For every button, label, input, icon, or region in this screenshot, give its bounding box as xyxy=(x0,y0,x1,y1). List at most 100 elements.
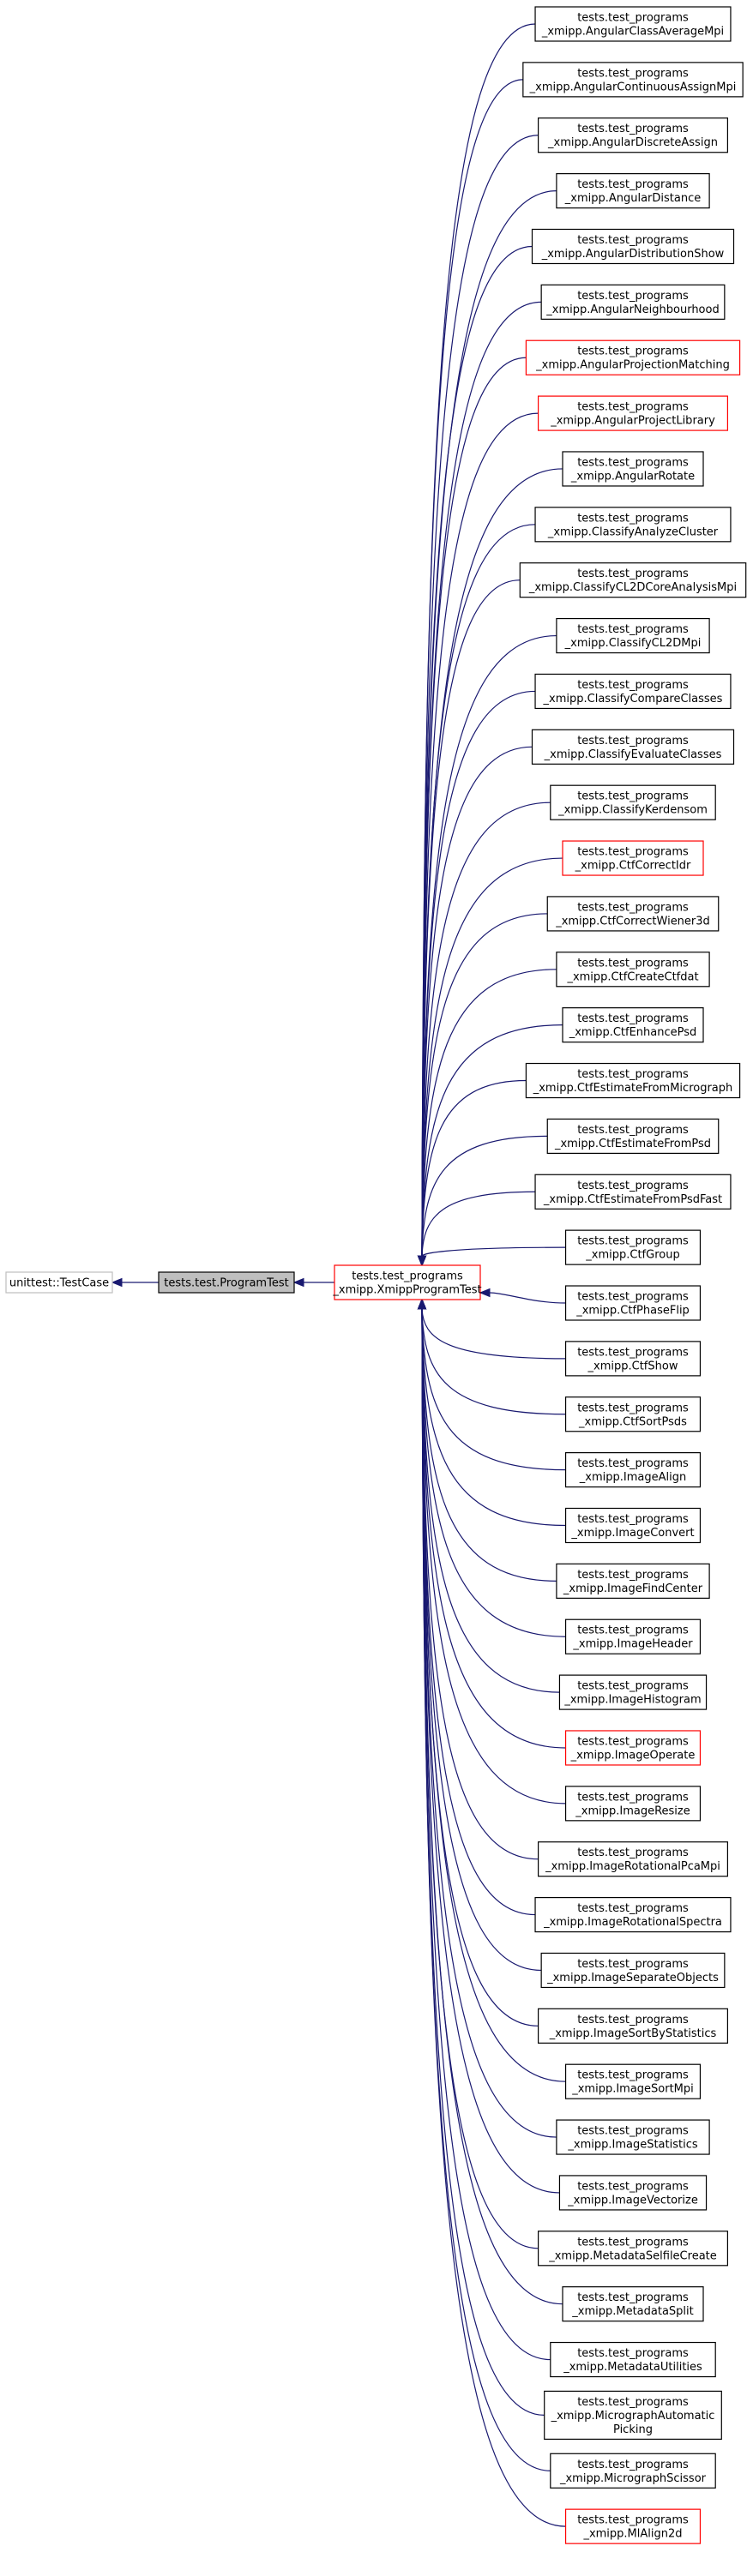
node-unittest-testcase-label-line-1: unittest::TestCase xyxy=(9,1277,109,1290)
edge-classifyevaluateclasses-to-xmipp xyxy=(421,746,533,1257)
node-imageresize[interactable]: tests.test_programs_xmipp.ImageResize xyxy=(564,1786,702,1822)
node-imagevectorize-label-line-2: _xmipp.ImageVectorize xyxy=(567,2194,698,2207)
node-program-test[interactable]: tests.test.ProgramTest xyxy=(158,1271,295,1294)
node-xmipp-program-test[interactable]: tests.test_programs_xmipp.XmippProgramTe… xyxy=(332,1264,482,1300)
node-micrographautomatic-picking-label-line-1: tests.test_programs xyxy=(577,2396,689,2409)
node-imageresize-label-line-2: _xmipp.ImageResize xyxy=(575,1804,690,1817)
node-ctfshow[interactable]: tests.test_programs_xmipp.CtfShow xyxy=(564,1341,702,1377)
edge-layer xyxy=(111,23,566,2527)
node-ctfestimatefrompsdfast[interactable]: tests.test_programs_xmipp.CtfEstimateFro… xyxy=(534,1174,732,1210)
node-imagesortbystatistics[interactable]: tests.test_programs_xmipp.ImageSortBySta… xyxy=(537,2008,728,2044)
node-imagesortbystatistics-label-line-2: _xmipp.ImageSortByStatistics xyxy=(549,2027,717,2040)
node-imagealign[interactable]: tests.test_programs_xmipp.ImageAlign xyxy=(564,1452,702,1488)
node-ctfcorrectidr-label-line-2: _xmipp.CtfCorrectIdr xyxy=(575,860,691,873)
node-angularneighbourhood[interactable]: tests.test_programs_xmipp.AngularNeighbo… xyxy=(540,284,726,320)
node-imageconvert-box xyxy=(564,1507,702,1544)
node-ctfsortpsds-label-line-1: tests.test_programs xyxy=(577,1402,689,1414)
node-angularprojectlibrary[interactable]: tests.test_programs_xmipp.AngularProject… xyxy=(537,395,728,431)
node-ctfestimatefrommicrograph-label-line-1: tests.test_programs xyxy=(577,1068,689,1081)
node-classifycl2dmpi[interactable]: tests.test_programs_xmipp.ClassifyCL2DMp… xyxy=(556,617,710,654)
node-imageheader[interactable]: tests.test_programs_xmipp.ImageHeader xyxy=(564,1618,702,1654)
node-metadatautilities-label-line-1: tests.test_programs xyxy=(577,2347,689,2360)
node-imageheader-label-line-1: tests.test_programs xyxy=(577,1624,689,1637)
node-classifykerdensom[interactable]: tests.test_programs_xmipp.ClassifyKerden… xyxy=(550,784,716,820)
node-metadatautilities[interactable]: tests.test_programs_xmipp.MetadataUtilit… xyxy=(550,2341,716,2378)
node-ctfcorrectidr[interactable]: tests.test_programs_xmipp.CtfCorrectIdr xyxy=(562,840,704,876)
node-metadatasplit[interactable]: tests.test_programs_xmipp.MetadataSplit xyxy=(562,2286,704,2322)
node-micrographscissor[interactable]: tests.test_programs_xmipp.MicrographScis… xyxy=(550,2453,716,2489)
node-angularcontinuousassignmpi[interactable]: tests.test_programs_xmipp.AngularContinu… xyxy=(522,62,744,98)
node-angularcontinuousassignmpi-label-line-2: _xmipp.AngularContinuousAssignMpi xyxy=(529,81,737,93)
node-micrographautomatic-picking-label-line-2: _xmipp.MicrographAutomatic xyxy=(551,2410,715,2423)
node-imagesortmpi-label-line-2: _xmipp.ImageSortMpi xyxy=(571,2083,694,2096)
node-metadatautilities-label-line-2: _xmipp.MetadataUtilities xyxy=(563,2361,702,2374)
node-angularprojectionmatching[interactable]: tests.test_programs_xmipp.AngularProject… xyxy=(525,339,741,375)
node-micrographscissor-label-line-1: tests.test_programs xyxy=(577,2459,689,2471)
node-ctfcreatectfdat-label-line-2: _xmipp.CtfCreateCtfdat xyxy=(566,970,698,983)
node-ctfgroup-label-line-1: tests.test_programs xyxy=(577,1235,689,1248)
node-classifykerdensom-box xyxy=(550,784,716,820)
node-angularrotate-box xyxy=(562,451,704,487)
node-imagestatistics-box xyxy=(556,2119,710,2155)
node-unittest-testcase[interactable]: unittest::TestCase xyxy=(5,1271,113,1294)
node-classifycl2dcoreanalysismpi-label-line-1: tests.test_programs xyxy=(577,567,689,580)
node-ctfestimatefrommicrograph[interactable]: tests.test_programs_xmipp.CtfEstimateFro… xyxy=(525,1062,741,1099)
node-ctfphaseflip[interactable]: tests.test_programs_xmipp.CtfPhaseFlip xyxy=(564,1285,702,1321)
node-micrographautomatic-picking[interactable]: tests.test_programs_xmipp.MicrographAuto… xyxy=(544,2390,722,2441)
node-angulardistance[interactable]: tests.test_programs_xmipp.AngularDistanc… xyxy=(556,173,710,209)
node-ctfcorrectidr-label-line-1: tests.test_programs xyxy=(577,846,689,859)
node-imagefindcenter-label-line-1: tests.test_programs xyxy=(577,1569,689,1582)
node-angularcontinuousassignmpi-box xyxy=(522,62,744,98)
node-classifycl2dmpi-label-line-2: _xmipp.ClassifyCL2DMpi xyxy=(564,637,702,650)
node-imagerotationalpcampi[interactable]: tests.test_programs_xmipp.ImageRotationa… xyxy=(537,1841,728,1877)
node-imageconvert[interactable]: tests.test_programs_xmipp.ImageConvert xyxy=(564,1507,702,1544)
node-imagevectorize[interactable]: tests.test_programs_xmipp.ImageVectorize xyxy=(558,2175,708,2211)
node-mlalign2d[interactable]: tests.test_programs_xmipp.MlAlign2d xyxy=(564,2508,702,2544)
node-imagehistogram-label-line-2: _xmipp.ImageHistogram xyxy=(563,1694,701,1707)
node-angularprojectlibrary-label-line-2: _xmipp.AngularProjectLibrary xyxy=(550,415,715,428)
node-angulardistance-box xyxy=(556,173,710,209)
edge-ctfsortpsds-to-xmipp xyxy=(421,1308,566,1415)
node-angulardistributionshow[interactable]: tests.test_programs_xmipp.AngularDistrib… xyxy=(531,228,735,265)
node-classifycompareclasses[interactable]: tests.test_programs_xmipp.ClassifyCompar… xyxy=(534,673,732,710)
node-imageresize-box xyxy=(564,1786,702,1822)
node-imagerotationalspectra[interactable]: tests.test_programs_xmipp.ImageRotationa… xyxy=(534,1896,732,1933)
node-classifyevaluateclasses[interactable]: tests.test_programs_xmipp.ClassifyEvalua… xyxy=(531,729,735,765)
node-angulardistributionshow-box xyxy=(531,228,735,265)
edge-classifykerdensom-to-xmipp xyxy=(421,802,551,1257)
node-angulardiscreteassign[interactable]: tests.test_programs_xmipp.AngularDiscret… xyxy=(537,117,728,153)
node-micrographautomatic-picking-label-line-3: Picking xyxy=(613,2423,653,2436)
arrowhead-ctfphaseflip xyxy=(479,1288,491,1298)
node-angularrotate[interactable]: tests.test_programs_xmipp.AngularRotate xyxy=(562,451,704,487)
node-classifycl2dcoreanalysismpi-label-line-2: _xmipp.ClassifyCL2DCoreAnalysisMpi xyxy=(528,581,737,594)
node-ctfestimatefrompsd-box xyxy=(546,1118,720,1155)
node-ctfsortpsds[interactable]: tests.test_programs_xmipp.CtfSortPsds xyxy=(564,1396,702,1432)
node-imageoperate-label-line-2: _xmipp.ImageOperate xyxy=(570,1749,696,1762)
node-ctfcorrectwiener3d[interactable]: tests.test_programs_xmipp.CtfCorrectWien… xyxy=(546,896,720,932)
node-imageseparateobjects[interactable]: tests.test_programs_xmipp.ImageSeparateO… xyxy=(540,1952,726,1989)
node-metadataselfilecreate[interactable]: tests.test_programs_xmipp.MetadataSelfil… xyxy=(537,2231,728,2267)
node-ctfestimatefrompsd[interactable]: tests.test_programs_xmipp.CtfEstimateFro… xyxy=(546,1118,720,1155)
node-classifycl2dcoreanalysismpi[interactable]: tests.test_programs_xmipp.ClassifyCL2DCo… xyxy=(519,562,747,598)
edge-imagestatistics-to-xmipp xyxy=(421,1308,557,2138)
edge-imagerotationalpcampi-to-xmipp xyxy=(421,1308,539,1860)
node-ctfcreatectfdat[interactable]: tests.test_programs_xmipp.CtfCreateCtfda… xyxy=(556,952,710,988)
node-imagesortmpi[interactable]: tests.test_programs_xmipp.ImageSortMpi xyxy=(564,2063,702,2099)
node-ctfgroup[interactable]: tests.test_programs_xmipp.CtfGroup xyxy=(564,1229,702,1265)
node-ctfenhancepsd[interactable]: tests.test_programs_xmipp.CtfEnhancePsd xyxy=(562,1007,704,1043)
node-imagehistogram[interactable]: tests.test_programs_xmipp.ImageHistogram xyxy=(558,1674,708,1710)
node-imagehistogram-box xyxy=(558,1674,708,1710)
edge-ctfestimatefrompsdfast-to-xmipp xyxy=(421,1191,536,1257)
node-imagesortbystatistics-label-line-1: tests.test_programs xyxy=(577,2014,689,2027)
edge-metadatautilities-to-xmipp xyxy=(421,1308,551,2361)
node-imagefindcenter[interactable]: tests.test_programs_xmipp.ImageFindCente… xyxy=(556,1563,710,1599)
node-classifyanalyzecluster[interactable]: tests.test_programs_xmipp.ClassifyAnalyz… xyxy=(534,507,732,543)
node-ctfenhancepsd-box xyxy=(562,1007,704,1043)
edge-classifycl2dcoreanalysismpi-to-xmipp xyxy=(421,579,521,1257)
node-imagesortbystatistics-box xyxy=(537,2008,728,2044)
node-imagestatistics[interactable]: tests.test_programs_xmipp.ImageStatistic… xyxy=(556,2119,710,2155)
node-angularclassaveragempi[interactable]: tests.test_programs_xmipp.AngularClassAv… xyxy=(534,6,732,42)
node-imageheader-box xyxy=(564,1618,702,1654)
node-imageoperate[interactable]: tests.test_programs_xmipp.ImageOperate xyxy=(564,1730,702,1766)
